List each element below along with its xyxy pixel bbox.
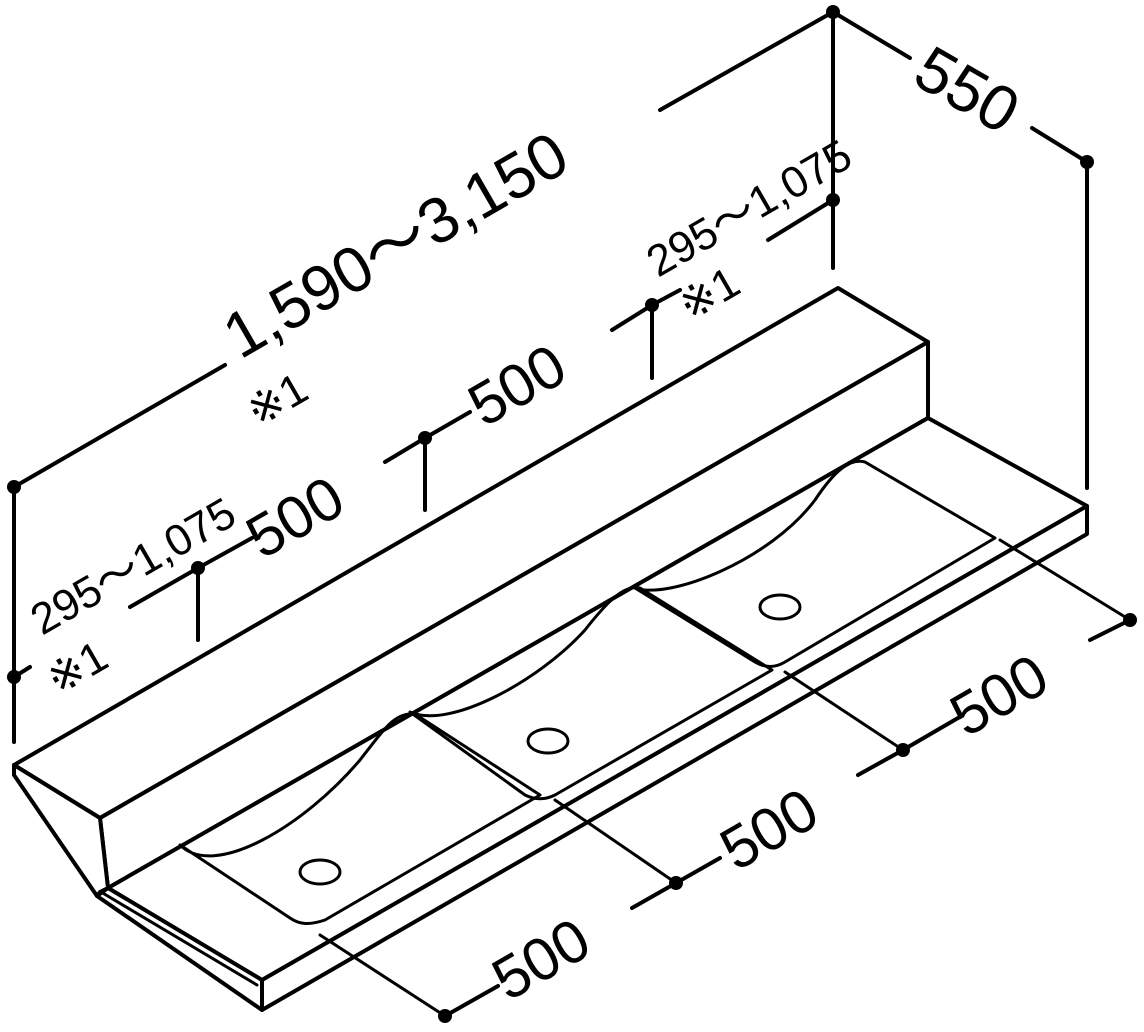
pitch-front-line-2 <box>630 881 678 910</box>
dot-pitch-1 <box>191 561 205 575</box>
edge-inner-line <box>99 890 259 987</box>
pitch-back-line-2 <box>196 536 254 570</box>
total-width-line-a <box>12 363 227 489</box>
dot-pitch-2 <box>418 431 432 445</box>
pitch-back-line-5 <box>610 303 654 332</box>
pitch-back-line-3 <box>383 436 427 464</box>
pitch-back-line-4 <box>423 410 472 440</box>
front-leader-4 <box>998 538 1132 622</box>
depth-line-a <box>831 10 912 60</box>
total-width-line-b <box>658 10 835 112</box>
pitch-back-2-label: 500 <box>457 331 577 439</box>
dot-right-top <box>1080 155 1094 169</box>
counter-body <box>12 286 1089 1012</box>
front-leader-1 <box>318 933 447 1018</box>
front-leader-3 <box>783 670 905 752</box>
basin-3-outline <box>633 459 997 668</box>
dimension-lines <box>12 10 1132 1018</box>
dot-left-pitch <box>7 670 21 684</box>
end-left-label: 295～1,075 <box>23 488 245 644</box>
depth-line-b <box>1030 126 1089 164</box>
total-width-label: 1,590～3,150 <box>211 118 580 373</box>
pitch-front-line-6 <box>1088 618 1132 642</box>
dimension-dots <box>7 5 1137 1023</box>
pitch-front-line-1 <box>443 984 500 1018</box>
pitch-front-3-label: 500 <box>939 641 1059 749</box>
pitch-back-line-7 <box>766 198 835 242</box>
basins <box>178 459 997 925</box>
pitch-back-1-label: 500 <box>235 463 355 571</box>
pitch-front-1-label: 500 <box>481 905 601 1013</box>
total-width-note: ※1 <box>239 364 317 437</box>
dot-front-4 <box>1123 613 1137 627</box>
end-right-label: 295～1,075 <box>639 130 861 286</box>
depth-label: 550 <box>903 32 1031 148</box>
drain-hole-2 <box>526 727 570 755</box>
dot-top-corner <box>826 5 840 19</box>
dot-front-2 <box>669 876 683 890</box>
dot-front-3 <box>896 743 910 757</box>
basin-1-outline <box>178 712 542 925</box>
front-leader-2 <box>553 798 678 885</box>
pitch-front-2-label: 500 <box>709 775 829 883</box>
drain-hole-3 <box>758 593 802 621</box>
dot-front-1 <box>438 1009 452 1023</box>
dot-pitch-3 <box>645 298 659 312</box>
pitch-back-line-1 <box>128 566 200 609</box>
dot-right-pitch <box>826 193 840 207</box>
drain-hole-1 <box>298 858 342 886</box>
counter-left-edge <box>95 886 264 1012</box>
pitch-front-line-5 <box>901 716 960 752</box>
pitch-front-line-4 <box>856 748 905 777</box>
basin-2-outline <box>408 586 774 801</box>
dot-left-top <box>7 480 21 494</box>
pitch-front-line-3 <box>674 856 722 885</box>
